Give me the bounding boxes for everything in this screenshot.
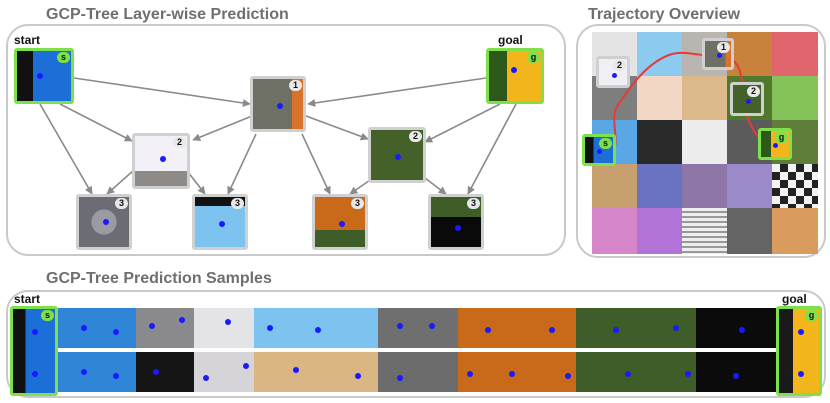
node-badge: 2 [747,86,760,97]
texture-cell [727,208,772,254]
agent-dot [798,329,804,335]
sample-frame [254,308,378,348]
overview-node-2a: 2 [596,56,630,88]
agent-dot [597,149,602,154]
texture-cell [682,76,727,120]
level-badge: 2 [173,137,186,148]
agent-dot [717,53,722,58]
texture-cell [637,120,682,164]
texture-cell [772,164,818,208]
goal-badge: g [805,310,818,321]
texture-cell [637,164,682,208]
texture-cell [592,164,637,208]
level-badge: 3 [467,198,480,209]
start-badge: s [57,52,70,63]
texture-grid: 1 2 2 s g [582,32,818,254]
agent-dot [219,221,225,227]
start-badge: s [41,310,54,321]
overview-title: Trajectory Overview [588,6,741,23]
level-badge: 3 [351,198,364,209]
sample-frame [696,352,776,392]
sample-frame [696,308,776,348]
prediction-node-level2-right: 2 [368,127,426,183]
sample-frame [458,308,576,348]
samples-goal-label: goal [782,292,807,306]
layerwise-title: GCP-Tree Layer-wise Prediction [46,6,289,23]
agent-dot [395,154,401,160]
level-badge: 3 [115,198,128,209]
overview-node-1: 1 [702,38,734,70]
sample-frame [254,352,378,392]
sample-frame [576,308,696,348]
agent-dot [32,329,38,335]
texture-cell [682,164,727,208]
samples-start-label: start [14,292,41,306]
samples-goal-frame: g [776,306,822,396]
texture-cell [772,208,818,254]
sample-frame [58,352,136,392]
prediction-node-level3-b: 3 [192,194,248,250]
texture-cell [772,32,818,76]
level-badge: 1 [289,80,302,91]
prediction-node-level2-left: 2 [132,133,190,189]
goal-badge: g [527,52,540,63]
agent-dot [277,103,283,109]
node-badge: s [599,138,612,149]
sample-frame [194,352,254,392]
sample-frame [136,308,194,348]
agent-dot [511,67,517,73]
sample-sequence-row-1 [58,308,776,348]
sample-frame [576,352,696,392]
prediction-node-level3-a: 3 [76,194,132,250]
texture-cell [682,208,727,254]
overview-goal: g [758,128,792,160]
overview-node-2b: 2 [730,82,764,116]
prediction-node-level3-c: 3 [312,194,368,250]
texture-cell [637,76,682,120]
agent-dot [455,225,461,231]
sample-frame [136,352,194,392]
sample-frame [458,352,576,392]
texture-cell [682,120,727,164]
sample-frame [378,308,458,348]
samples-start-frame: s [10,306,58,396]
texture-cell [727,32,772,76]
node-badge: g [775,132,788,143]
agent-dot [339,221,345,227]
prediction-node-level1: 1 [250,76,306,132]
texture-cell [772,76,818,120]
level-badge: 3 [231,198,244,209]
agent-dot [612,73,617,78]
goal-label: goal [498,33,523,47]
agent-dot [773,143,778,148]
overview-start: s [582,134,616,166]
start-observation: s [14,48,74,104]
prediction-node-level3-d: 3 [428,194,484,250]
sample-frame [378,352,458,392]
start-label: start [14,33,41,47]
texture-cell [727,164,772,208]
sample-frame [58,308,136,348]
goal-observation: g [486,48,544,104]
agent-dot [103,219,109,225]
agent-dot [37,73,43,79]
agent-dot [798,371,804,377]
agent-dot [32,371,38,377]
samples-title: GCP-Tree Prediction Samples [46,270,272,287]
level-badge: 2 [409,131,422,142]
sample-frame [194,308,254,348]
agent-dot [160,156,166,162]
texture-cell [637,208,682,254]
texture-cell [592,208,637,254]
node-badge: 1 [717,42,730,53]
agent-dot [746,99,751,104]
node-badge: 2 [613,60,626,71]
sample-sequence-row-2 [58,352,776,392]
